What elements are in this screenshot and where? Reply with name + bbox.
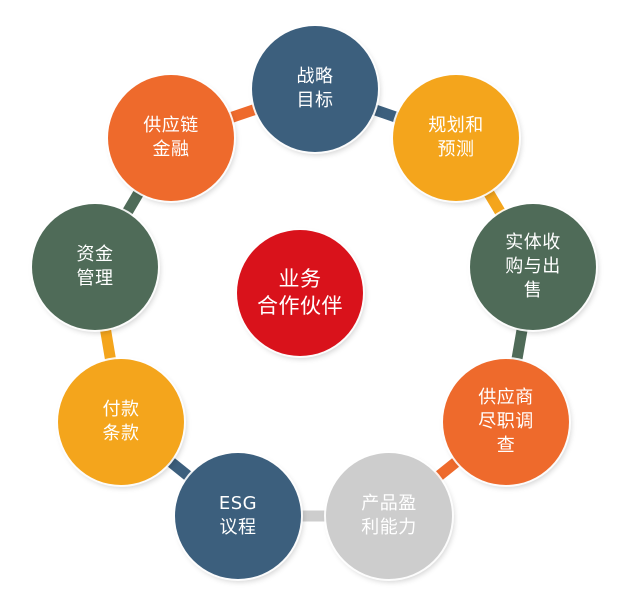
node-label-line: 利能力 xyxy=(361,517,417,538)
node-label-line: 战略 xyxy=(296,66,334,87)
node-supplier-due-diligence: 供应商 尽职调 查 xyxy=(443,359,569,485)
node-label-line: 供应链 xyxy=(143,115,199,136)
node-label-line: 管理 xyxy=(76,268,114,289)
node-esg-agenda: ESG 议程 xyxy=(175,453,301,579)
node-label-line: 资金 xyxy=(76,244,114,265)
node-label-line: 议程 xyxy=(219,517,257,538)
node-label-line: 售 xyxy=(523,280,543,301)
center-label-line-1: 业务 xyxy=(278,267,322,291)
node-supply-chain-finance: 供应链 金融 xyxy=(108,75,234,201)
node-label-line: 目标 xyxy=(296,90,334,111)
center-business-partner-circle: 业务 合作伙伴 xyxy=(237,230,363,356)
node-label-line: 实体收 xyxy=(505,232,561,253)
node-label-line: 金融 xyxy=(152,139,190,160)
node-label-line: 查 xyxy=(496,435,516,456)
node-payment-terms: 付款 条款 xyxy=(58,359,184,485)
node-label: 付款 条款 xyxy=(103,398,140,446)
node-label-line: ESG xyxy=(218,493,258,514)
node-label: 战略 目标 xyxy=(297,65,334,113)
node-strategic-goals: 战略 目标 xyxy=(252,26,378,152)
node-label-line: 购与出 xyxy=(505,256,561,277)
node-label: 规划和 预测 xyxy=(428,114,484,162)
node-label-line: 规划和 xyxy=(428,115,484,136)
node-label-line: 供应商 xyxy=(478,387,534,408)
node-label-line: 付款 xyxy=(102,399,140,420)
node-label-line: 产品盈 xyxy=(361,493,417,514)
node-label: 供应商 尽职调 查 xyxy=(478,386,534,458)
node-mergers-acquisitions: 实体收 购与出 售 xyxy=(470,204,596,330)
node-planning-forecasting: 规划和 预测 xyxy=(393,75,519,201)
node-label: 产品盈 利能力 xyxy=(361,492,417,540)
node-treasury-management: 资金 管理 xyxy=(32,204,158,330)
node-label-line: 条款 xyxy=(102,423,140,444)
node-label-line: 尽职调 xyxy=(478,411,534,432)
node-label: ESG 议程 xyxy=(219,492,257,540)
node-label: 资金 管理 xyxy=(77,243,114,291)
center-label: 业务 合作伙伴 xyxy=(257,266,343,320)
node-label-line: 预测 xyxy=(437,139,475,160)
node-label: 供应链 金融 xyxy=(143,114,199,162)
node-product-profitability: 产品盈 利能力 xyxy=(326,453,452,579)
center-label-line-2: 合作伙伴 xyxy=(257,294,343,318)
node-label: 实体收 购与出 售 xyxy=(505,231,561,303)
